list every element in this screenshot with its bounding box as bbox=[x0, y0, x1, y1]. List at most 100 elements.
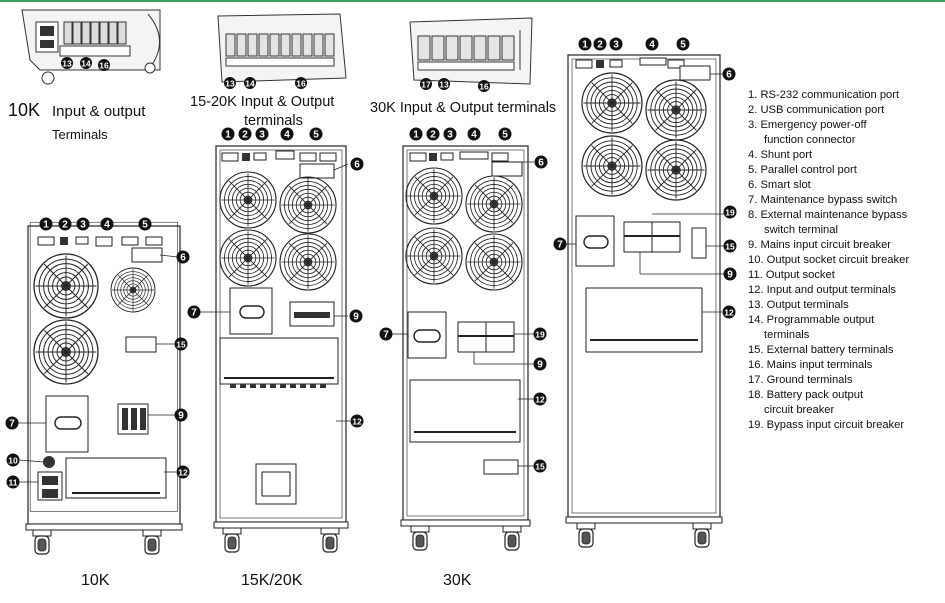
svg-text:13: 13 bbox=[225, 79, 235, 89]
svg-text:9: 9 bbox=[537, 360, 543, 371]
svg-text:14: 14 bbox=[81, 59, 91, 69]
svg-text:4: 4 bbox=[471, 130, 477, 141]
callout-30kb-7: 7 bbox=[553, 237, 567, 251]
svg-text:13: 13 bbox=[62, 59, 72, 69]
label-10k-terminals-line1: Input & output bbox=[52, 103, 146, 120]
svg-text:15: 15 bbox=[176, 340, 186, 350]
svg-text:10: 10 bbox=[8, 456, 18, 466]
callout-30k-7: 7 bbox=[379, 327, 393, 341]
model-name-15k-20k: 15K/20K bbox=[241, 572, 303, 589]
legend-item: 6. Smart slot bbox=[748, 179, 811, 191]
svg-text:5: 5 bbox=[313, 130, 319, 141]
callout-30k-6: 6 bbox=[534, 155, 548, 169]
callout-15k-top-2: 2 bbox=[238, 127, 252, 141]
legend-item: 3. Emergency power-off bbox=[748, 119, 867, 131]
svg-text:1: 1 bbox=[413, 130, 419, 141]
label-30k-terminals: 30K Input & Output terminals bbox=[370, 100, 557, 116]
legend-item: 7. Maintenance bypass switch bbox=[748, 194, 898, 206]
callout-15k-top-4: 4 bbox=[280, 127, 294, 141]
callout-30kb-12: 12 bbox=[722, 305, 736, 319]
svg-text:7: 7 bbox=[383, 330, 389, 341]
legend-item: function connector bbox=[764, 134, 856, 146]
svg-text:12: 12 bbox=[178, 468, 188, 478]
svg-text:9: 9 bbox=[178, 411, 184, 422]
legend-item: 9. Mains input circuit breaker bbox=[748, 239, 892, 251]
callout-term30-13: 13 bbox=[438, 78, 450, 90]
svg-text:7: 7 bbox=[9, 419, 15, 430]
legend-item: 17. Ground terminals bbox=[748, 374, 853, 386]
svg-text:3: 3 bbox=[80, 220, 86, 231]
callout-10k-10: 10 bbox=[6, 453, 20, 467]
callout-15k-top-5: 5 bbox=[309, 127, 323, 141]
callout-30k-15: 15 bbox=[533, 459, 547, 473]
svg-text:6: 6 bbox=[354, 160, 360, 171]
terminal-view-30k bbox=[409, 17, 533, 85]
legend-item: switch terminal bbox=[764, 224, 838, 236]
callout-30k-top-5: 5 bbox=[498, 127, 512, 141]
callout-10k-7: 7 bbox=[5, 416, 19, 430]
callout-30k-19: 19 bbox=[533, 327, 547, 341]
svg-text:11: 11 bbox=[9, 478, 18, 488]
legend-item: 1. RS-232 communication port bbox=[748, 89, 900, 101]
header-rule bbox=[0, 0, 945, 2]
callout-30k-9: 9 bbox=[533, 357, 547, 371]
svg-text:2: 2 bbox=[242, 130, 248, 141]
svg-text:15: 15 bbox=[535, 462, 545, 472]
svg-text:1: 1 bbox=[43, 220, 49, 231]
legend-item: 11. Output socket bbox=[748, 269, 835, 281]
svg-text:6: 6 bbox=[180, 253, 186, 264]
svg-text:15: 15 bbox=[725, 242, 735, 252]
callout-30kb-9: 9 bbox=[723, 267, 737, 281]
legend-item: 8. External maintenance bypass bbox=[748, 209, 908, 221]
legend-item: 12. Input and output terminals bbox=[748, 284, 897, 296]
label-10k-terminals-line2: Terminals bbox=[52, 127, 108, 142]
cabinet-15k bbox=[213, 145, 349, 529]
svg-text:16: 16 bbox=[296, 79, 306, 89]
leader-lines bbox=[16, 73, 724, 483]
cabinet-10k bbox=[25, 221, 183, 531]
svg-text:3: 3 bbox=[259, 130, 265, 141]
svg-text:5: 5 bbox=[502, 130, 508, 141]
legend-item: 19. Bypass input circuit breaker bbox=[748, 419, 905, 431]
svg-text:2: 2 bbox=[62, 220, 68, 231]
svg-text:19: 19 bbox=[535, 330, 545, 340]
callout-30kb-top-5: 5 bbox=[676, 37, 690, 51]
terminal-view-10k bbox=[21, 9, 161, 85]
svg-text:4: 4 bbox=[649, 40, 655, 51]
svg-text:6: 6 bbox=[726, 70, 732, 81]
callout-30kb-6: 6 bbox=[722, 67, 736, 81]
callout-30kb-top-4: 4 bbox=[645, 37, 659, 51]
svg-text:1: 1 bbox=[582, 40, 588, 51]
cabinet-30k bbox=[400, 145, 531, 527]
callout-30k-top-4: 4 bbox=[467, 127, 481, 141]
label-15k-terminals-line1: 15-20K Input & Output bbox=[190, 94, 335, 110]
legend-item: 10. Output socket circuit breaker bbox=[748, 254, 910, 266]
callout-10k-top-3: 3 bbox=[76, 217, 90, 231]
svg-text:7: 7 bbox=[191, 308, 197, 319]
svg-text:2: 2 bbox=[430, 130, 436, 141]
callout-10k-11: 11 bbox=[6, 475, 20, 489]
callout-30kb-top-3: 3 bbox=[609, 37, 623, 51]
callout-30kb-top-2: 2 bbox=[593, 37, 607, 51]
callout-term15-13: 13 bbox=[224, 77, 236, 89]
cabinet-30k-battery bbox=[565, 54, 723, 524]
callout-10k-top-5: 5 bbox=[138, 217, 152, 231]
svg-text:12: 12 bbox=[724, 308, 734, 318]
svg-text:19: 19 bbox=[725, 208, 735, 218]
callout-15k-7: 7 bbox=[187, 305, 201, 319]
model-name-30k: 30K bbox=[443, 572, 472, 589]
svg-text:9: 9 bbox=[353, 312, 359, 323]
svg-text:12: 12 bbox=[535, 395, 545, 405]
callout-term15-14: 14 bbox=[244, 77, 256, 89]
svg-text:3: 3 bbox=[613, 40, 619, 51]
svg-text:4: 4 bbox=[284, 130, 290, 141]
callout-10k-top-1: 1 bbox=[39, 217, 53, 231]
callout-30k-12: 12 bbox=[533, 392, 547, 406]
callout-term10-16: 16 bbox=[98, 59, 110, 71]
callout-term10-13: 13 bbox=[61, 57, 73, 69]
legend-item: 16. Mains input terminals bbox=[748, 359, 873, 371]
callout-30k-top-2: 2 bbox=[426, 127, 440, 141]
svg-text:1: 1 bbox=[225, 130, 231, 141]
legend-item: 15. External battery terminals bbox=[748, 344, 894, 356]
